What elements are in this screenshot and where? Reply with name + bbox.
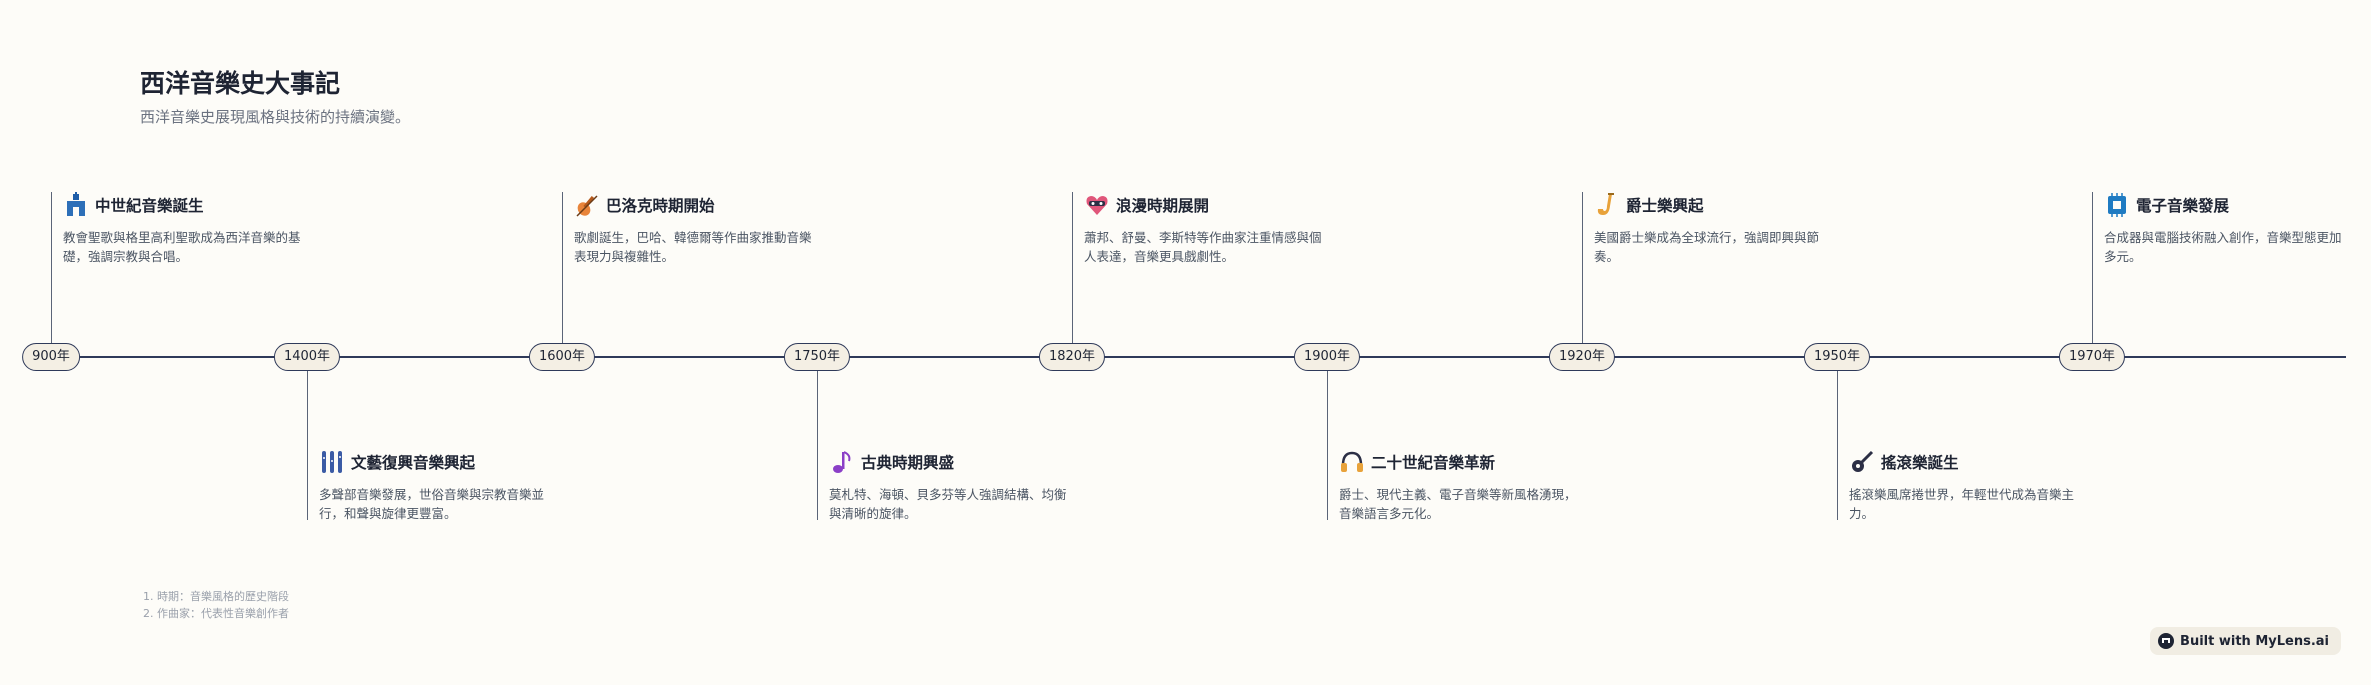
timeline-stem	[2092, 192, 2093, 356]
church-icon	[63, 192, 89, 218]
built-with-badge[interactable]: Built with MyLens.ai	[2150, 627, 2341, 655]
event-title: 搖滾樂誕生	[1881, 454, 1959, 472]
timeline-stem	[817, 357, 818, 520]
event-title: 爵士樂興起	[1626, 197, 1704, 215]
event-description: 多聲部音樂發展，世俗音樂與宗教音樂並行，和聲與旋律更豐富。	[319, 487, 545, 521]
event-description: 莫札特、海頓、貝多芬等人強調結構、均衡與清晰的旋律。	[829, 487, 1067, 521]
year-pill: 1920年	[1548, 343, 1616, 371]
mylens-logo-icon	[2158, 633, 2175, 649]
saxophone-icon	[1594, 192, 1620, 218]
timeline-stem	[1072, 192, 1073, 356]
footnote: 1. 時期：音樂風格的歷史階段	[143, 590, 289, 603]
year-pill: 1820年	[1038, 343, 1106, 371]
badge-label: Built with MyLens.ai	[2180, 633, 2329, 649]
electric-guitar-icon	[1849, 449, 1875, 475]
timeline-axis	[36, 356, 2346, 358]
event-description: 蕭邦、舒曼、李斯特等作曲家注重情感與個人表達，音樂更具戲劇性。	[1084, 230, 1322, 264]
page-subtitle: 西洋音樂史展現風格與技術的持續演變。	[140, 108, 411, 126]
year-pill: 900年	[22, 343, 80, 371]
year-pill: 1600年	[528, 343, 596, 371]
timeline-event: 中世紀音樂誕生 教會聖歌與格里高利聖歌成為西洋音樂的基礎，強調宗教與合唱。	[63, 192, 303, 266]
page-title: 西洋音樂史大事記	[140, 69, 341, 98]
year-pill: 1970年	[2058, 343, 2126, 371]
event-title: 文藝復興音樂興起	[351, 454, 476, 472]
timeline-stem	[1582, 192, 1583, 356]
footnotes: 1. 時期：音樂風格的歷史階段 2. 作曲家：代表性音樂創作者	[143, 588, 289, 622]
year-pill: 1750年	[783, 343, 851, 371]
event-title: 古典時期興盛	[861, 454, 955, 472]
timeline-stem	[307, 357, 308, 520]
event-title: 電子音樂發展	[2136, 197, 2230, 215]
timeline-event: 文藝復興音樂興起 多聲部音樂發展，世俗音樂與宗教音樂並行，和聲與旋律更豐富。	[319, 449, 559, 523]
event-description: 合成器與電腦技術融入創作，音樂型態更加多元。	[2104, 230, 2342, 264]
timeline-event: 浪漫時期展開 蕭邦、舒曼、李斯特等作曲家注重情感與個人表達，音樂更具戲劇性。	[1084, 192, 1324, 266]
timeline-event: 電子音樂發展 合成器與電腦技術融入創作，音樂型態更加多元。	[2104, 192, 2344, 266]
event-description: 美國爵士樂成為全球流行，強調即興與節奏。	[1594, 230, 1820, 264]
timeline-stem	[1327, 357, 1328, 520]
year-pill: 1400年	[273, 343, 341, 371]
headphones-icon	[1339, 449, 1365, 475]
violin-icon	[574, 192, 600, 218]
timeline-stem	[51, 192, 52, 356]
heart-mask-icon	[1084, 192, 1110, 218]
timeline-stem	[1837, 357, 1838, 520]
event-description: 教會聖歌與格里高利聖歌成為西洋音樂的基礎，強調宗教與合唱。	[63, 230, 301, 264]
timeline-stem	[562, 192, 563, 356]
music-note-icon	[829, 449, 855, 475]
year-pill: 1950年	[1803, 343, 1871, 371]
chip-icon	[2104, 192, 2130, 218]
event-description: 爵士、現代主義、電子音樂等新風格湧現，音樂語言多元化。	[1339, 487, 1577, 521]
event-description: 搖滾樂風席捲世界，年輕世代成為音樂主力。	[1849, 487, 2075, 521]
timeline-event: 古典時期興盛 莫札特、海頓、貝多芬等人強調結構、均衡與清晰的旋律。	[829, 449, 1069, 523]
footnote: 2. 作曲家：代表性音樂創作者	[143, 607, 289, 620]
timeline-event: 二十世紀音樂革新 爵士、現代主義、電子音樂等新風格湧現，音樂語言多元化。	[1339, 449, 1579, 523]
timeline-event: 搖滾樂誕生 搖滾樂風席捲世界，年輕世代成為音樂主力。	[1849, 449, 2089, 523]
event-description: 歌劇誕生，巴哈、韓德爾等作曲家推動音樂表現力與複雜性。	[574, 230, 812, 264]
event-title: 中世紀音樂誕生	[95, 197, 204, 215]
timeline-event: 巴洛克時期開始 歌劇誕生，巴哈、韓德爾等作曲家推動音樂表現力與複雜性。	[574, 192, 814, 266]
timeline-event: 爵士樂興起 美國爵士樂成為全球流行，強調即興與節奏。	[1594, 192, 1834, 266]
year-pill: 1900年	[1293, 343, 1361, 371]
event-title: 二十世紀音樂革新	[1371, 454, 1496, 472]
event-title: 巴洛克時期開始	[606, 197, 715, 215]
event-title: 浪漫時期展開	[1116, 197, 1210, 215]
recorder-flutes-icon	[319, 449, 345, 475]
